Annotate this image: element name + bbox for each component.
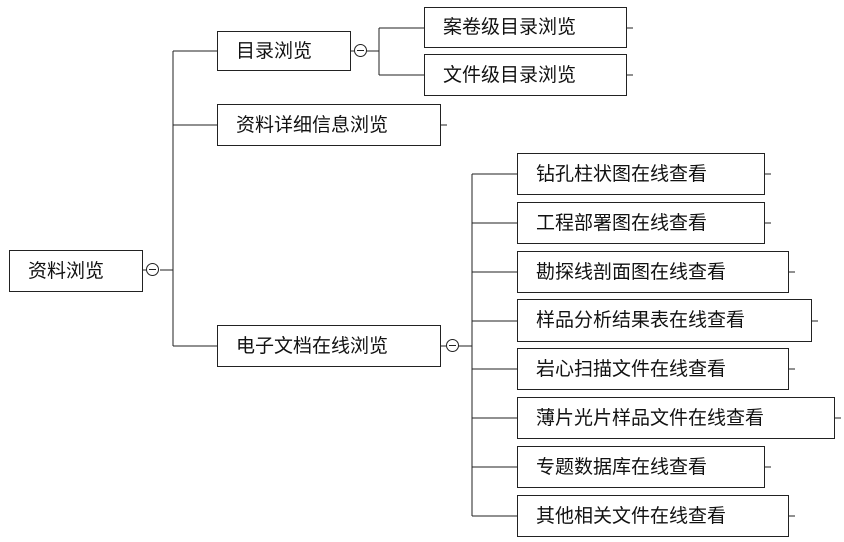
- online-child-node: 薄片光片样品文件在线查看: [517, 397, 835, 439]
- catalog-node: 目录浏览: [217, 31, 351, 71]
- online-node-label: 电子文档在线浏览: [236, 334, 389, 357]
- online-child-label: 岩心扫描文件在线查看: [536, 357, 727, 380]
- online-child-node: 其他相关文件在线查看: [517, 495, 789, 537]
- detail-node: 资料详细信息浏览: [217, 104, 441, 146]
- online-collapse-toggle[interactable]: [446, 339, 459, 352]
- online-child-label: 薄片光片样品文件在线查看: [536, 406, 765, 429]
- root-node-label: 资料浏览: [28, 259, 105, 282]
- online-child-label: 勘探线剖面图在线查看: [536, 260, 727, 283]
- root-node: 资料浏览: [9, 250, 143, 292]
- online-child-node: 样品分析结果表在线查看: [517, 299, 812, 342]
- online-child-node: 专题数据库在线查看: [517, 446, 765, 488]
- online-child-node: 钻孔柱状图在线查看: [517, 153, 765, 195]
- catalog-child-node: 案卷级目录浏览: [424, 7, 627, 48]
- catalog-child-label: 文件级目录浏览: [443, 63, 577, 86]
- root-collapse-toggle[interactable]: [146, 263, 159, 276]
- online-child-label: 样品分析结果表在线查看: [536, 309, 746, 331]
- online-node: 电子文档在线浏览: [217, 325, 441, 367]
- online-child-node: 勘探线剖面图在线查看: [517, 251, 789, 293]
- catalog-child-node: 文件级目录浏览: [424, 54, 627, 96]
- online-child-label: 专题数据库在线查看: [536, 455, 708, 478]
- detail-node-label: 资料详细信息浏览: [236, 113, 389, 136]
- catalog-node-label: 目录浏览: [236, 39, 313, 62]
- online-child-label: 工程部署图在线查看: [536, 211, 708, 234]
- online-child-label: 其他相关文件在线查看: [536, 504, 727, 527]
- online-child-node: 工程部署图在线查看: [517, 202, 765, 244]
- online-child-label: 钻孔柱状图在线查看: [536, 162, 708, 185]
- catalog-collapse-toggle[interactable]: [354, 44, 367, 57]
- catalog-child-label: 案卷级目录浏览: [443, 16, 577, 38]
- online-child-node: 岩心扫描文件在线查看: [517, 348, 789, 390]
